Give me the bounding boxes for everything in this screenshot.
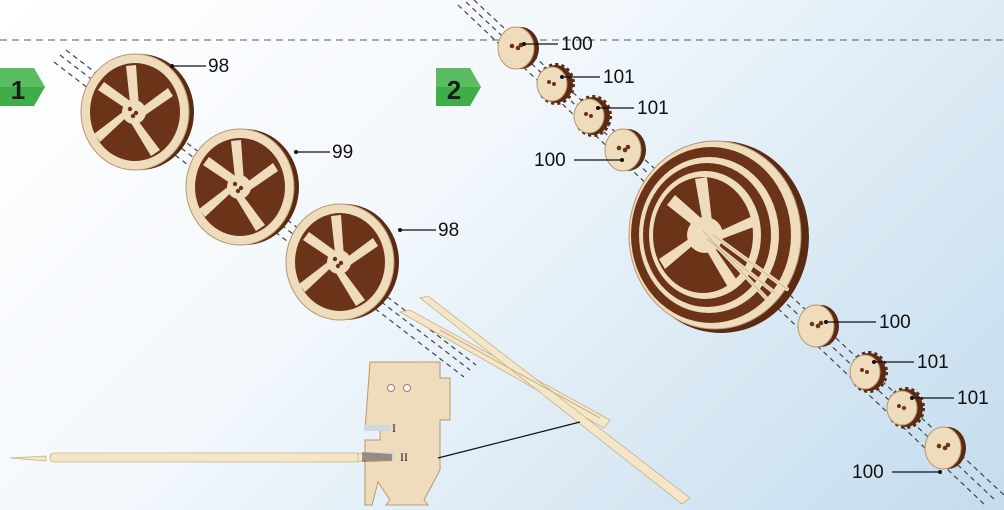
callout-100-c: 100 (879, 313, 911, 332)
wheel-98-bottom (286, 204, 399, 320)
hub-disc-100-c (798, 305, 839, 347)
hub-disc-100-b (605, 129, 646, 171)
hub-disc-100-d (925, 427, 966, 469)
gear-disc-101-c (850, 353, 886, 391)
step-number-2: 2 (436, 75, 472, 106)
callout-99: 99 (332, 143, 353, 162)
wheel-99 (186, 129, 299, 245)
callout-98-bottom: 98 (438, 221, 459, 240)
tool-mark-ii: II (400, 450, 408, 464)
hub-disc-100-a (498, 27, 539, 69)
callout-100-a: 100 (561, 35, 593, 54)
step-number-1: 1 (0, 75, 36, 106)
gear-disc-101-d (887, 389, 923, 427)
cutting-tool-plate (362, 362, 450, 505)
callout-100-d: 100 (852, 463, 884, 482)
gear-disc-101-b (574, 97, 610, 135)
axle-stick-horizontal (10, 453, 375, 462)
tool-to-stick-leader (438, 422, 580, 458)
wheel-98-top (81, 54, 194, 170)
tool-mark-i: I (392, 421, 396, 435)
callout-101-b: 101 (637, 99, 669, 118)
step-badge-1: 1 (0, 68, 46, 106)
callout-101-c: 101 (917, 353, 949, 372)
callout-100-b: 100 (534, 151, 566, 170)
gear-disc-101-a (537, 65, 573, 103)
callout-101-d: 101 (957, 389, 989, 408)
callout-101-a: 101 (603, 68, 635, 87)
step-badge-2: 2 (436, 68, 482, 106)
callout-98-top: 98 (208, 57, 229, 76)
large-wheel-assembly (629, 141, 809, 333)
